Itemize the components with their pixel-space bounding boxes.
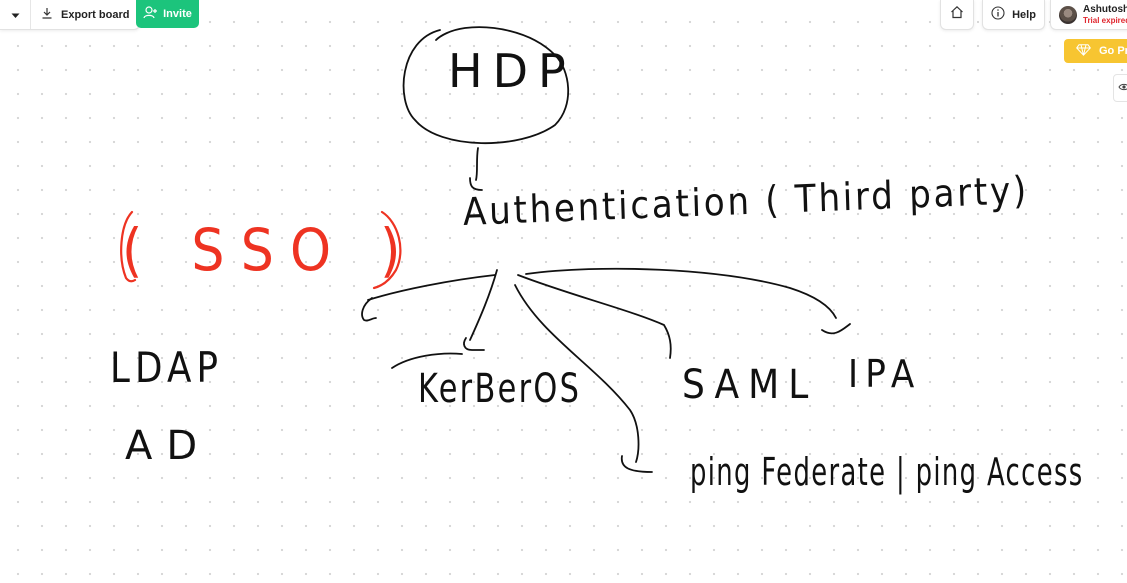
hdp-circle [402,26,570,145]
help-label: Help [1012,8,1036,21]
ldap-label: LDAP [110,343,224,392]
ping-label: ping Federate | ping Access [690,450,1084,494]
user-menu[interactable]: Ashutoshh Trial expired [1050,0,1127,30]
avatar [1059,5,1077,24]
user-name: Ashutoshh [1083,3,1127,15]
arrow-to-saml [517,274,672,359]
download-icon [41,7,53,22]
go-pro-label: Go Pro [1099,45,1127,57]
hdp-connector [469,147,483,191]
invite-label: Invite [163,8,192,20]
eye-icon [1118,79,1127,97]
arrow-to-ipa [525,267,851,335]
ad-label: AD [125,423,212,469]
ipa-label: IPA [848,352,922,396]
kerberos-hat [391,352,463,369]
diamond-icon [1076,43,1091,59]
info-icon [991,6,1005,23]
board-menu-dropdown[interactable] [0,0,31,29]
sso-label: ( SSO ) [122,216,417,284]
arrow-to-kerberos [463,269,498,351]
saml-label: SAML [682,362,818,408]
hdp-label: HDP [448,44,576,98]
kerberos-label: KerBerOS [418,366,582,412]
export-board-button[interactable]: Export board [31,0,139,29]
board-toolbar: Export board [0,0,141,30]
chevron-down-icon [11,6,20,24]
visibility-toggle[interactable] [1113,74,1127,102]
home-icon [950,5,964,24]
sso-open-paren [120,210,137,283]
invite-button[interactable]: Invite [136,0,199,28]
export-board-label: Export board [61,8,130,21]
trial-status: Trial expired [1083,15,1127,25]
sso-close-paren [372,210,402,290]
go-pro-button[interactable]: Go Pro [1064,39,1127,63]
add-user-icon [143,6,158,22]
arrow-to-ping [514,284,653,473]
help-button[interactable]: Help [982,0,1045,30]
arrow-to-ldap [361,274,496,322]
home-button[interactable] [940,0,974,30]
